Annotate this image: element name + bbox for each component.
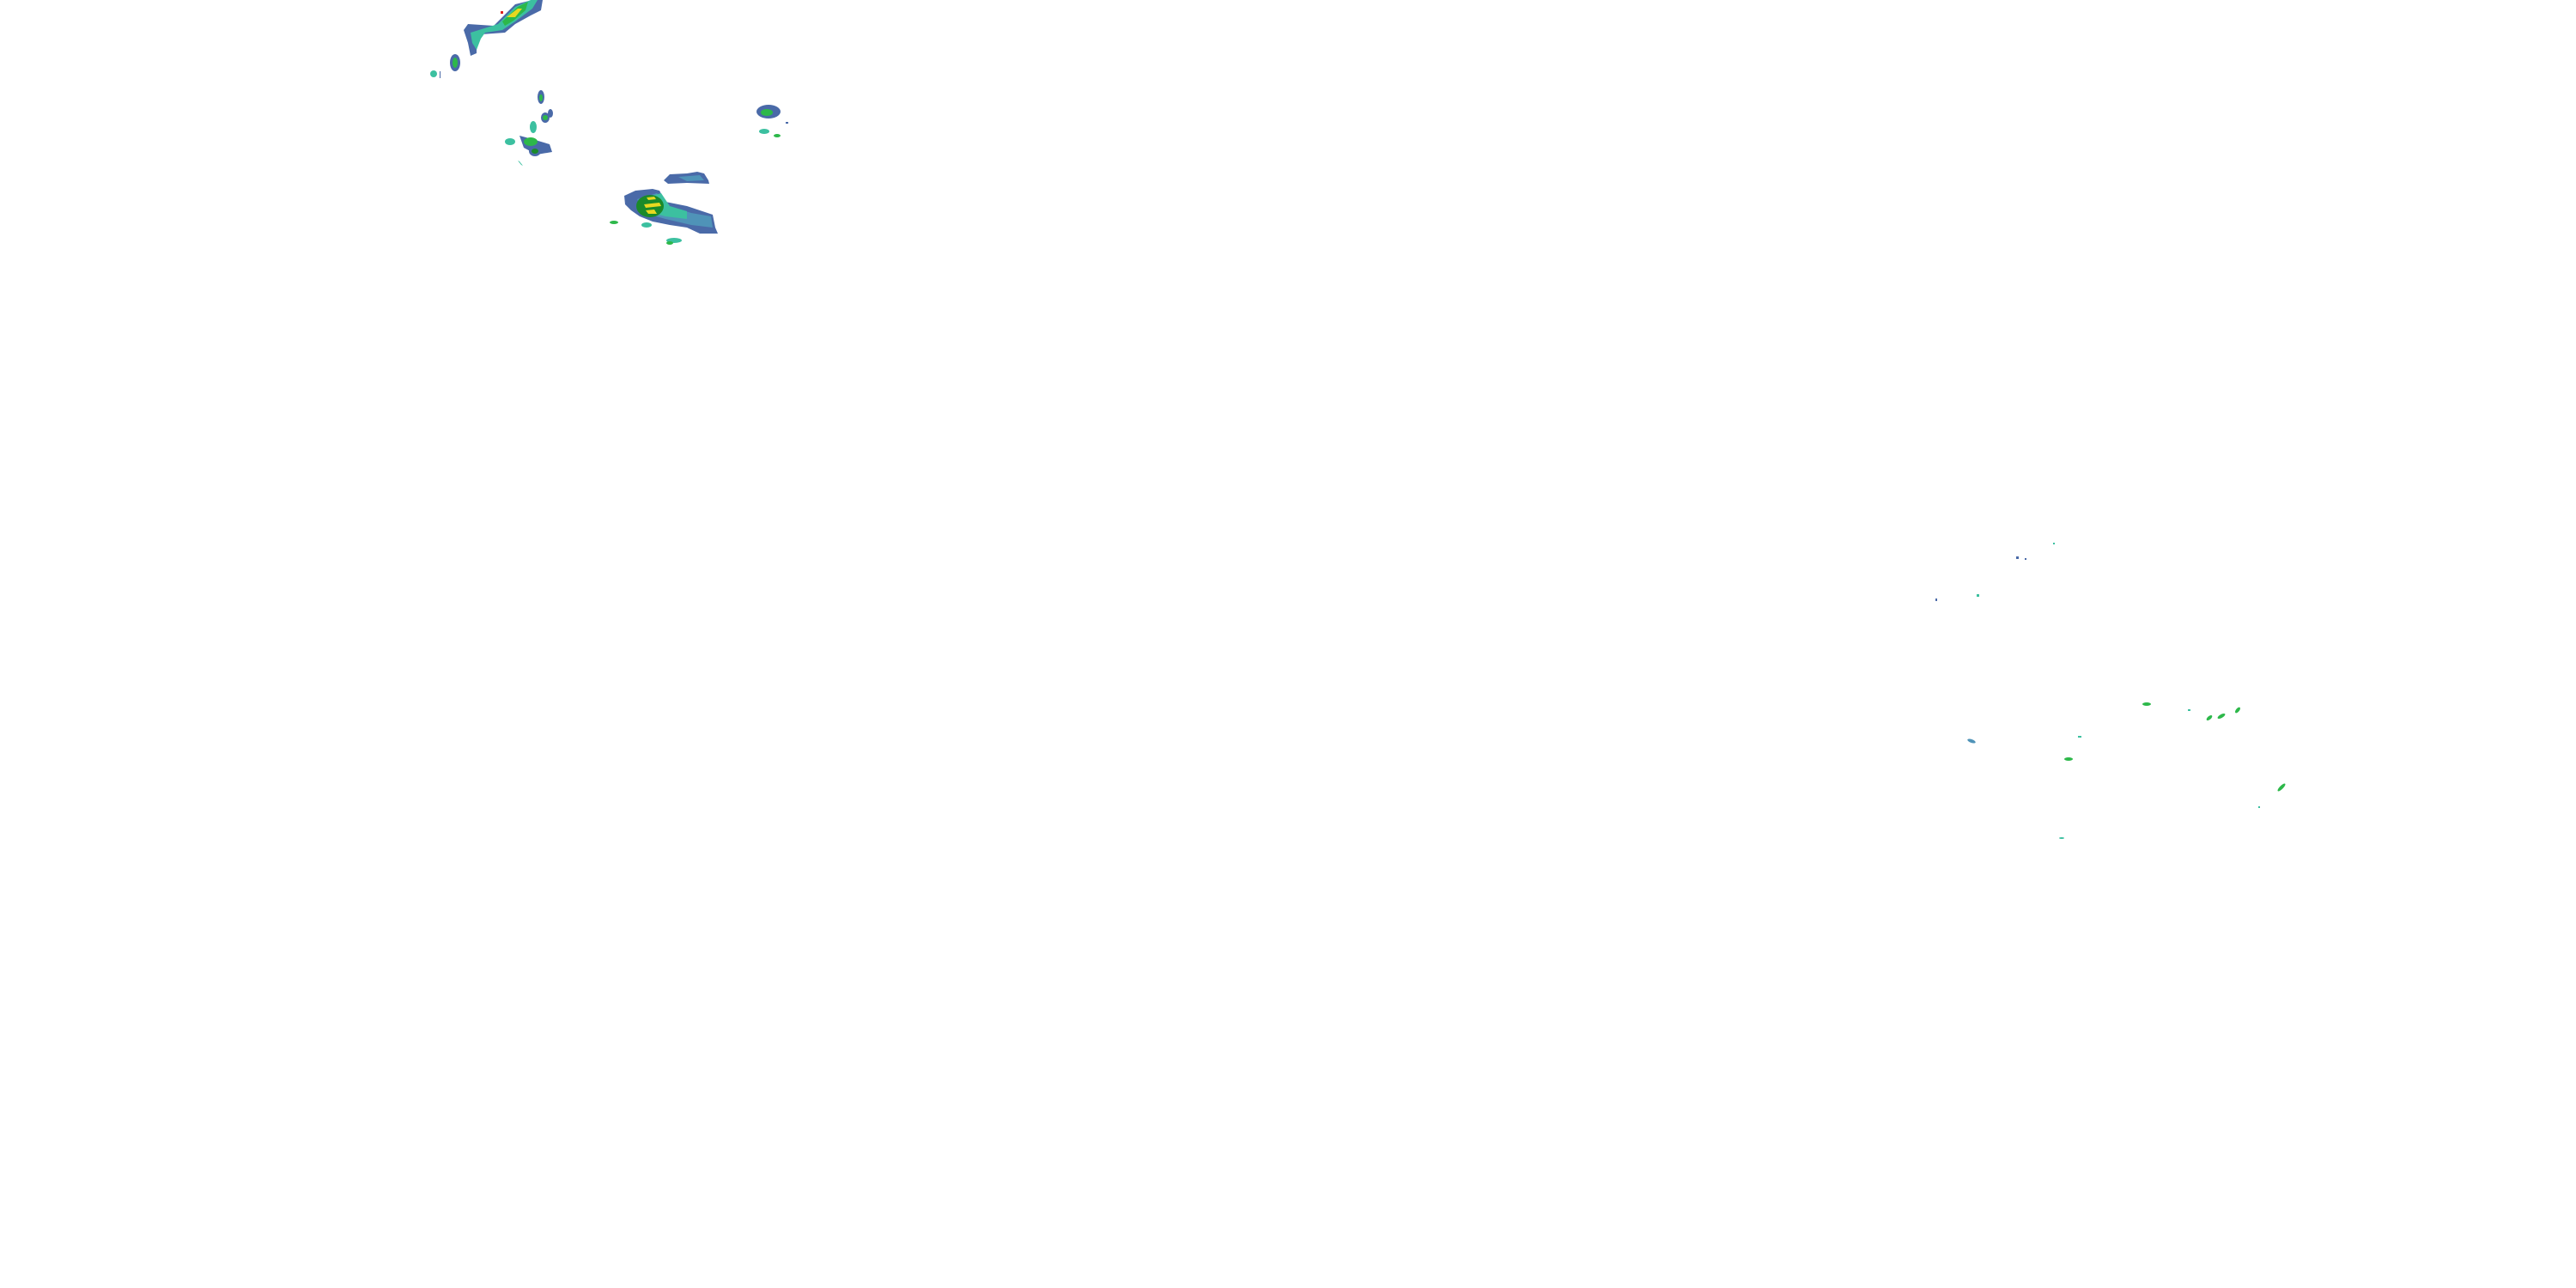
reflectivity-echo: [430, 70, 437, 77]
reflectivity-echo: [2277, 783, 2286, 792]
reflectivity-echo: [786, 122, 788, 124]
reflectivity-echo: [2025, 558, 2026, 560]
reflectivity-echo: [647, 197, 656, 200]
reflectivity-echo: [2059, 837, 2064, 839]
reflectivity-echo: [505, 138, 515, 145]
reflectivity-echo: [2217, 713, 2226, 720]
reflectivity-echo: [1977, 594, 1979, 597]
storm-cluster-central: [505, 90, 553, 166]
reflectivity-echo: [2188, 709, 2190, 711]
storm-cell-east: [756, 105, 788, 137]
reflectivity-echo: [2064, 757, 2073, 761]
reflectivity-echo: [678, 175, 704, 181]
reflectivity-echo: [548, 109, 553, 118]
reflectivity-echo: [1935, 598, 1937, 601]
reflectivity-echo: [453, 58, 458, 68]
reflectivity-echo: [501, 11, 503, 14]
reflectivity-echo: [1967, 738, 1976, 744]
reflectivity-echo: [2206, 715, 2213, 720]
reflectivity-echo: [644, 203, 661, 208]
reflectivity-echo: [507, 9, 522, 17]
reflectivity-echo: [518, 161, 523, 166]
reflectivity-echo: [666, 241, 673, 245]
reflectivity-echo: [774, 134, 781, 137]
reflectivity-echo: [543, 115, 548, 120]
reflectivity-echo: [532, 149, 538, 154]
reflectivity-echo: [2235, 707, 2240, 714]
reflectivity-echo: [539, 94, 543, 101]
reflectivity-echo: [2078, 736, 2081, 738]
reflectivity-echo: [759, 129, 769, 134]
reflectivity-echo: [2053, 543, 2055, 544]
storm-cell-main: [610, 172, 718, 245]
reflectivity-echo: [2258, 806, 2260, 808]
scattered-echoes-southeast: [1935, 543, 2286, 839]
reflectivity-echo: [530, 121, 537, 133]
reflectivity-echo: [524, 137, 538, 146]
reflectivity-echo: [610, 221, 618, 224]
reflectivity-echo: [641, 222, 652, 228]
reflectivity-echo: [646, 210, 657, 214]
reflectivity-echo: [2016, 556, 2019, 559]
reflectivity-echo: [761, 109, 773, 116]
storm-cell-northwest: [430, 0, 543, 78]
reflectivity-echo: [2142, 702, 2151, 706]
